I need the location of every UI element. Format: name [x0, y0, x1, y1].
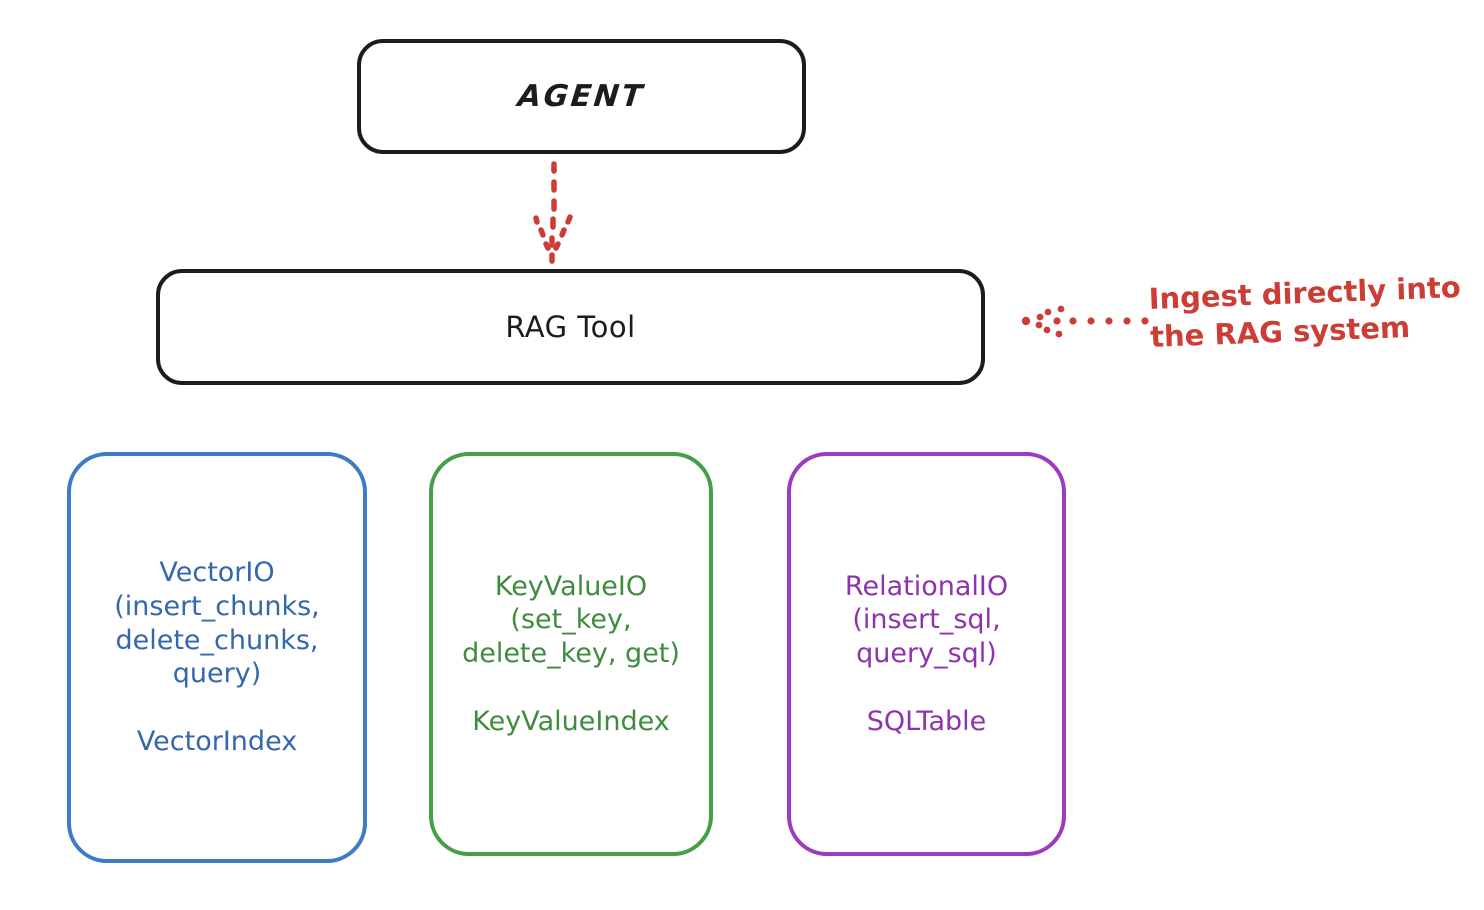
dotted-left-arrow-icon: [1021, 305, 1149, 338]
node-relational-io-index-label: SQLTable: [866, 705, 987, 737]
node-agent[interactable]: AGENT: [357, 39, 806, 154]
node-relational-io[interactable]: RelationalIO (insert_sql, query_sql) SQL…: [787, 452, 1066, 856]
ingest-annotation-text: Ingest directly into the RAG system: [1148, 270, 1462, 355]
dashed-down-arrow-icon: [533, 161, 573, 264]
node-vector-io-api-label: VectorIO (insert_chunks, delete_chunks, …: [114, 557, 320, 690]
node-key-value-io-index-label: KeyValueIndex: [472, 705, 670, 737]
node-key-value-io[interactable]: KeyValueIO (set_key, delete_key, get) Ke…: [429, 452, 713, 856]
node-vector-io[interactable]: VectorIO (insert_chunks, delete_chunks, …: [67, 452, 367, 863]
node-relational-io-api-label: RelationalIO (insert_sql, query_sql): [844, 570, 1009, 670]
node-key-value-io-api-label: KeyValueIO (set_key, delete_key, get): [462, 570, 680, 670]
node-rag-tool-label: RAG Tool: [505, 310, 636, 344]
node-agent-label: AGENT: [516, 79, 647, 114]
node-vector-io-index-label: VectorIndex: [136, 726, 298, 758]
node-rag-tool[interactable]: RAG Tool: [156, 269, 985, 385]
